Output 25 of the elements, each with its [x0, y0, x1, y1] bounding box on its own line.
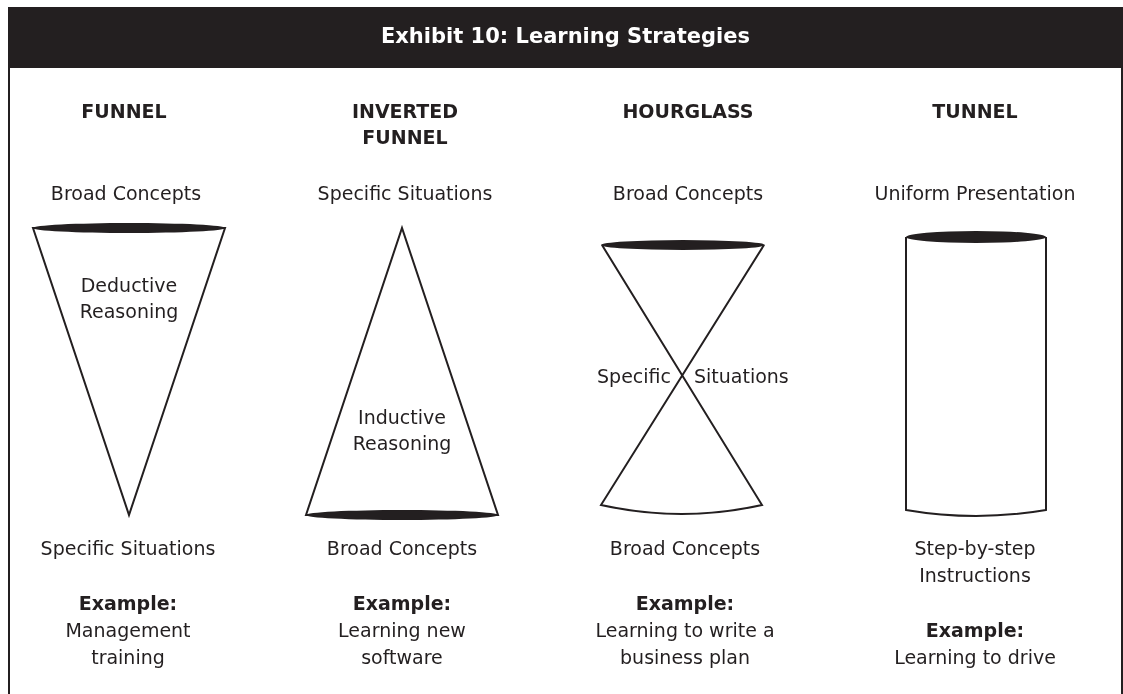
- example-text: Learning to write a business plan: [594, 618, 776, 670]
- top-label: Broad Concepts: [49, 181, 203, 206]
- shape-label: Inductive Reasoning: [351, 405, 453, 456]
- bottom-label: Broad Concepts: [325, 536, 479, 561]
- example-heading: Example:: [924, 618, 1026, 643]
- example-heading: Example:: [77, 591, 179, 616]
- top-label: Specific Situations: [316, 181, 494, 206]
- example-text: Learning new software: [337, 618, 467, 670]
- bottom-label: Step-by-step Instructions: [913, 536, 1037, 588]
- example-text: Learning to drive: [893, 645, 1057, 670]
- column-heading: TUNNEL: [931, 99, 1019, 124]
- shape-label: Specific: [596, 364, 671, 389]
- example-text: Management training: [64, 618, 192, 670]
- column-heading: FUNNEL: [80, 99, 168, 124]
- column-heading: INVERTED FUNNEL: [350, 99, 460, 150]
- bottom-label: Broad Concepts: [608, 536, 762, 561]
- example-heading: Example:: [634, 591, 736, 616]
- top-label: Broad Concepts: [611, 181, 765, 206]
- title: Exhibit 10: Learning Strategies: [379, 24, 752, 48]
- shape-label: Deductive Reasoning: [78, 273, 180, 324]
- bottom-label: Specific Situations: [39, 536, 217, 561]
- column-heading: HOURGLASS: [621, 99, 755, 124]
- shape-label: Situations: [694, 364, 790, 389]
- top-label: Uniform Presentation: [873, 181, 1077, 206]
- example-heading: Example:: [351, 591, 453, 616]
